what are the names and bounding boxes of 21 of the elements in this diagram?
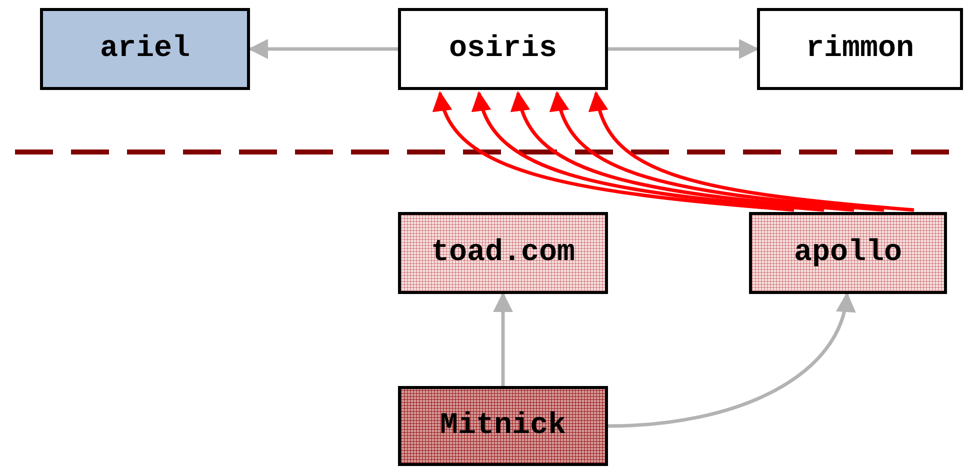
arrow: [551, 91, 884, 212]
host-name: Mitnick: [440, 409, 566, 443]
arrow: [608, 39, 759, 59]
host-name: rimmon: [806, 32, 914, 66]
host-box: [40, 8, 250, 90]
host-box: [757, 8, 963, 90]
arrow: [474, 91, 824, 212]
host-name: toad.com: [430, 236, 576, 270]
host-box: [749, 212, 947, 294]
host-name: ariel: [100, 32, 190, 66]
arrow: [248, 39, 398, 59]
host-name: osiris: [448, 32, 558, 66]
arrow: [512, 91, 854, 212]
arrow: [493, 292, 513, 386]
arrow: [590, 91, 914, 212]
host-box: [398, 386, 608, 466]
arrow: [434, 91, 794, 212]
host-box: [398, 8, 608, 90]
host-name: apollo: [794, 236, 902, 270]
host-box: [398, 212, 608, 294]
arrow: [608, 292, 854, 428]
